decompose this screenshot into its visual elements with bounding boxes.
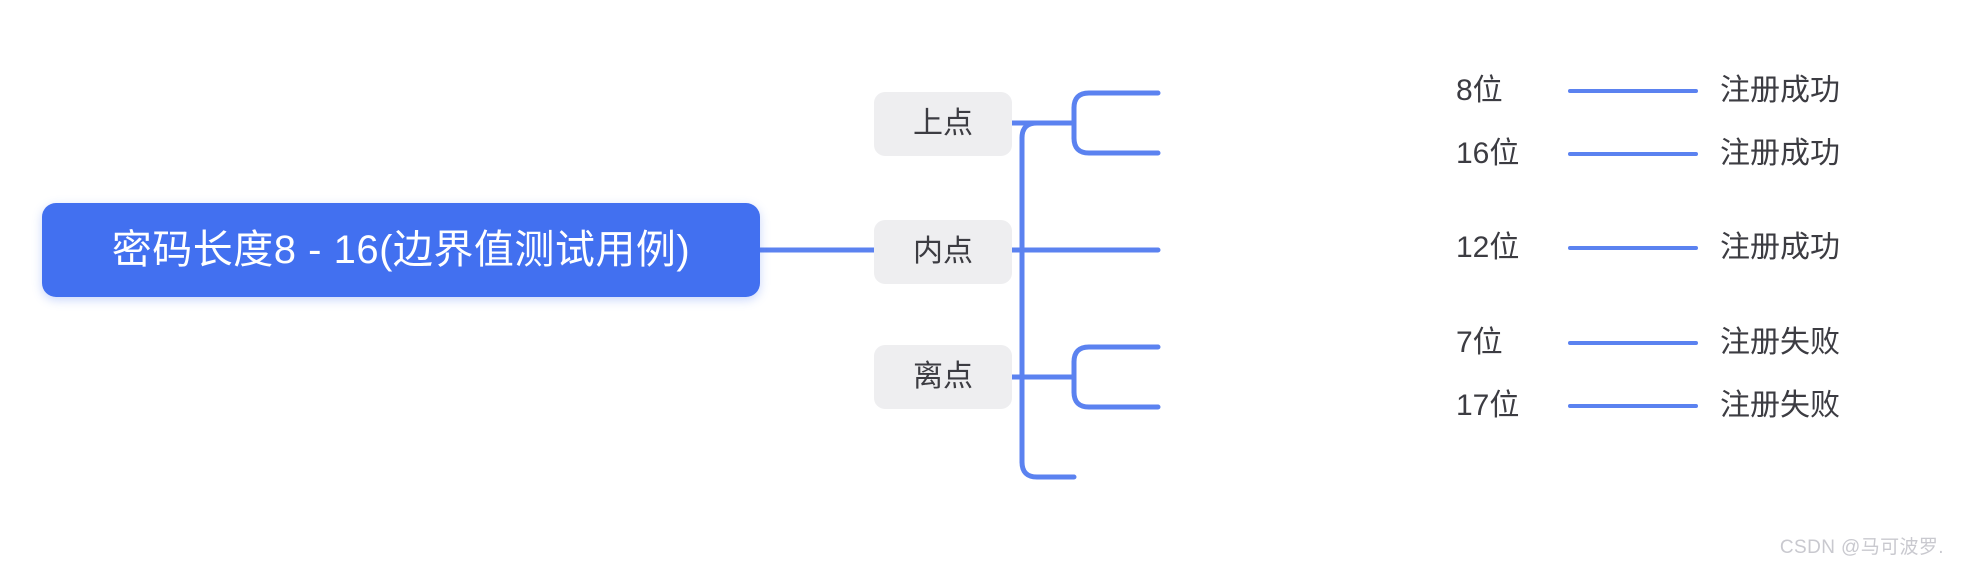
leaf-row[interactable]: 17位 注册失败 — [1456, 383, 1840, 429]
leaf-row[interactable]: 16位 注册成功 — [1456, 131, 1840, 177]
leaf-connector-dash — [1568, 246, 1698, 250]
csdn-watermark: CSDN @马可波罗. — [1779, 537, 1944, 558]
leaf-input-label: 17位 — [1456, 389, 1520, 422]
leaf-connector-dash — [1568, 152, 1698, 156]
leaf-input-label: 12位 — [1456, 231, 1520, 264]
leaf-row[interactable]: 12位 注册成功 — [1456, 225, 1840, 271]
leaf-result-label: 注册成功 — [1720, 137, 1840, 170]
leaf-input-label: 7位 — [1456, 326, 1503, 359]
branch-node-inner-point[interactable]: 内点 — [874, 220, 1012, 284]
root-node[interactable]: 密码长度8 - 16(边界值测试用例) — [42, 203, 760, 297]
connector-branch-0-to-leaf-1 — [1071, 135, 1161, 156]
connector-branch-2-to-leaf-4 — [1071, 389, 1161, 410]
branch-node-label: 内点 — [913, 235, 973, 268]
leaf-connector-dash — [1568, 89, 1698, 93]
leaf-row[interactable]: 7位 注册失败 — [1456, 320, 1840, 366]
connector-branch-0-to-leaf-0 — [1071, 90, 1161, 111]
root-node-label: 密码长度8 - 16(边界值测试用例) — [111, 228, 691, 272]
connector-branch-2-to-leaf-3 — [1071, 344, 1161, 365]
branch-node-upper-point[interactable]: 上点 — [874, 92, 1012, 156]
connector-root-to-branch-2 — [1019, 459, 1077, 480]
leaf-connector-dash — [1568, 404, 1698, 408]
branch-node-off-point[interactable]: 离点 — [874, 345, 1012, 409]
leaf-input-label: 8位 — [1456, 74, 1503, 107]
leaf-connector-dash — [1568, 341, 1698, 345]
leaf-result-label: 注册失败 — [1720, 389, 1840, 422]
leaf-row[interactable]: 8位 注册成功 — [1456, 68, 1840, 114]
leaf-result-label: 注册成功 — [1720, 74, 1840, 107]
branch-node-label: 离点 — [913, 360, 973, 393]
branch-node-label: 上点 — [913, 107, 973, 140]
connector-root-to-branch-0 — [1019, 120, 1077, 141]
leaf-result-label: 注册成功 — [1720, 231, 1840, 264]
leaf-result-label: 注册失败 — [1720, 326, 1840, 359]
leaf-input-label: 16位 — [1456, 137, 1520, 170]
